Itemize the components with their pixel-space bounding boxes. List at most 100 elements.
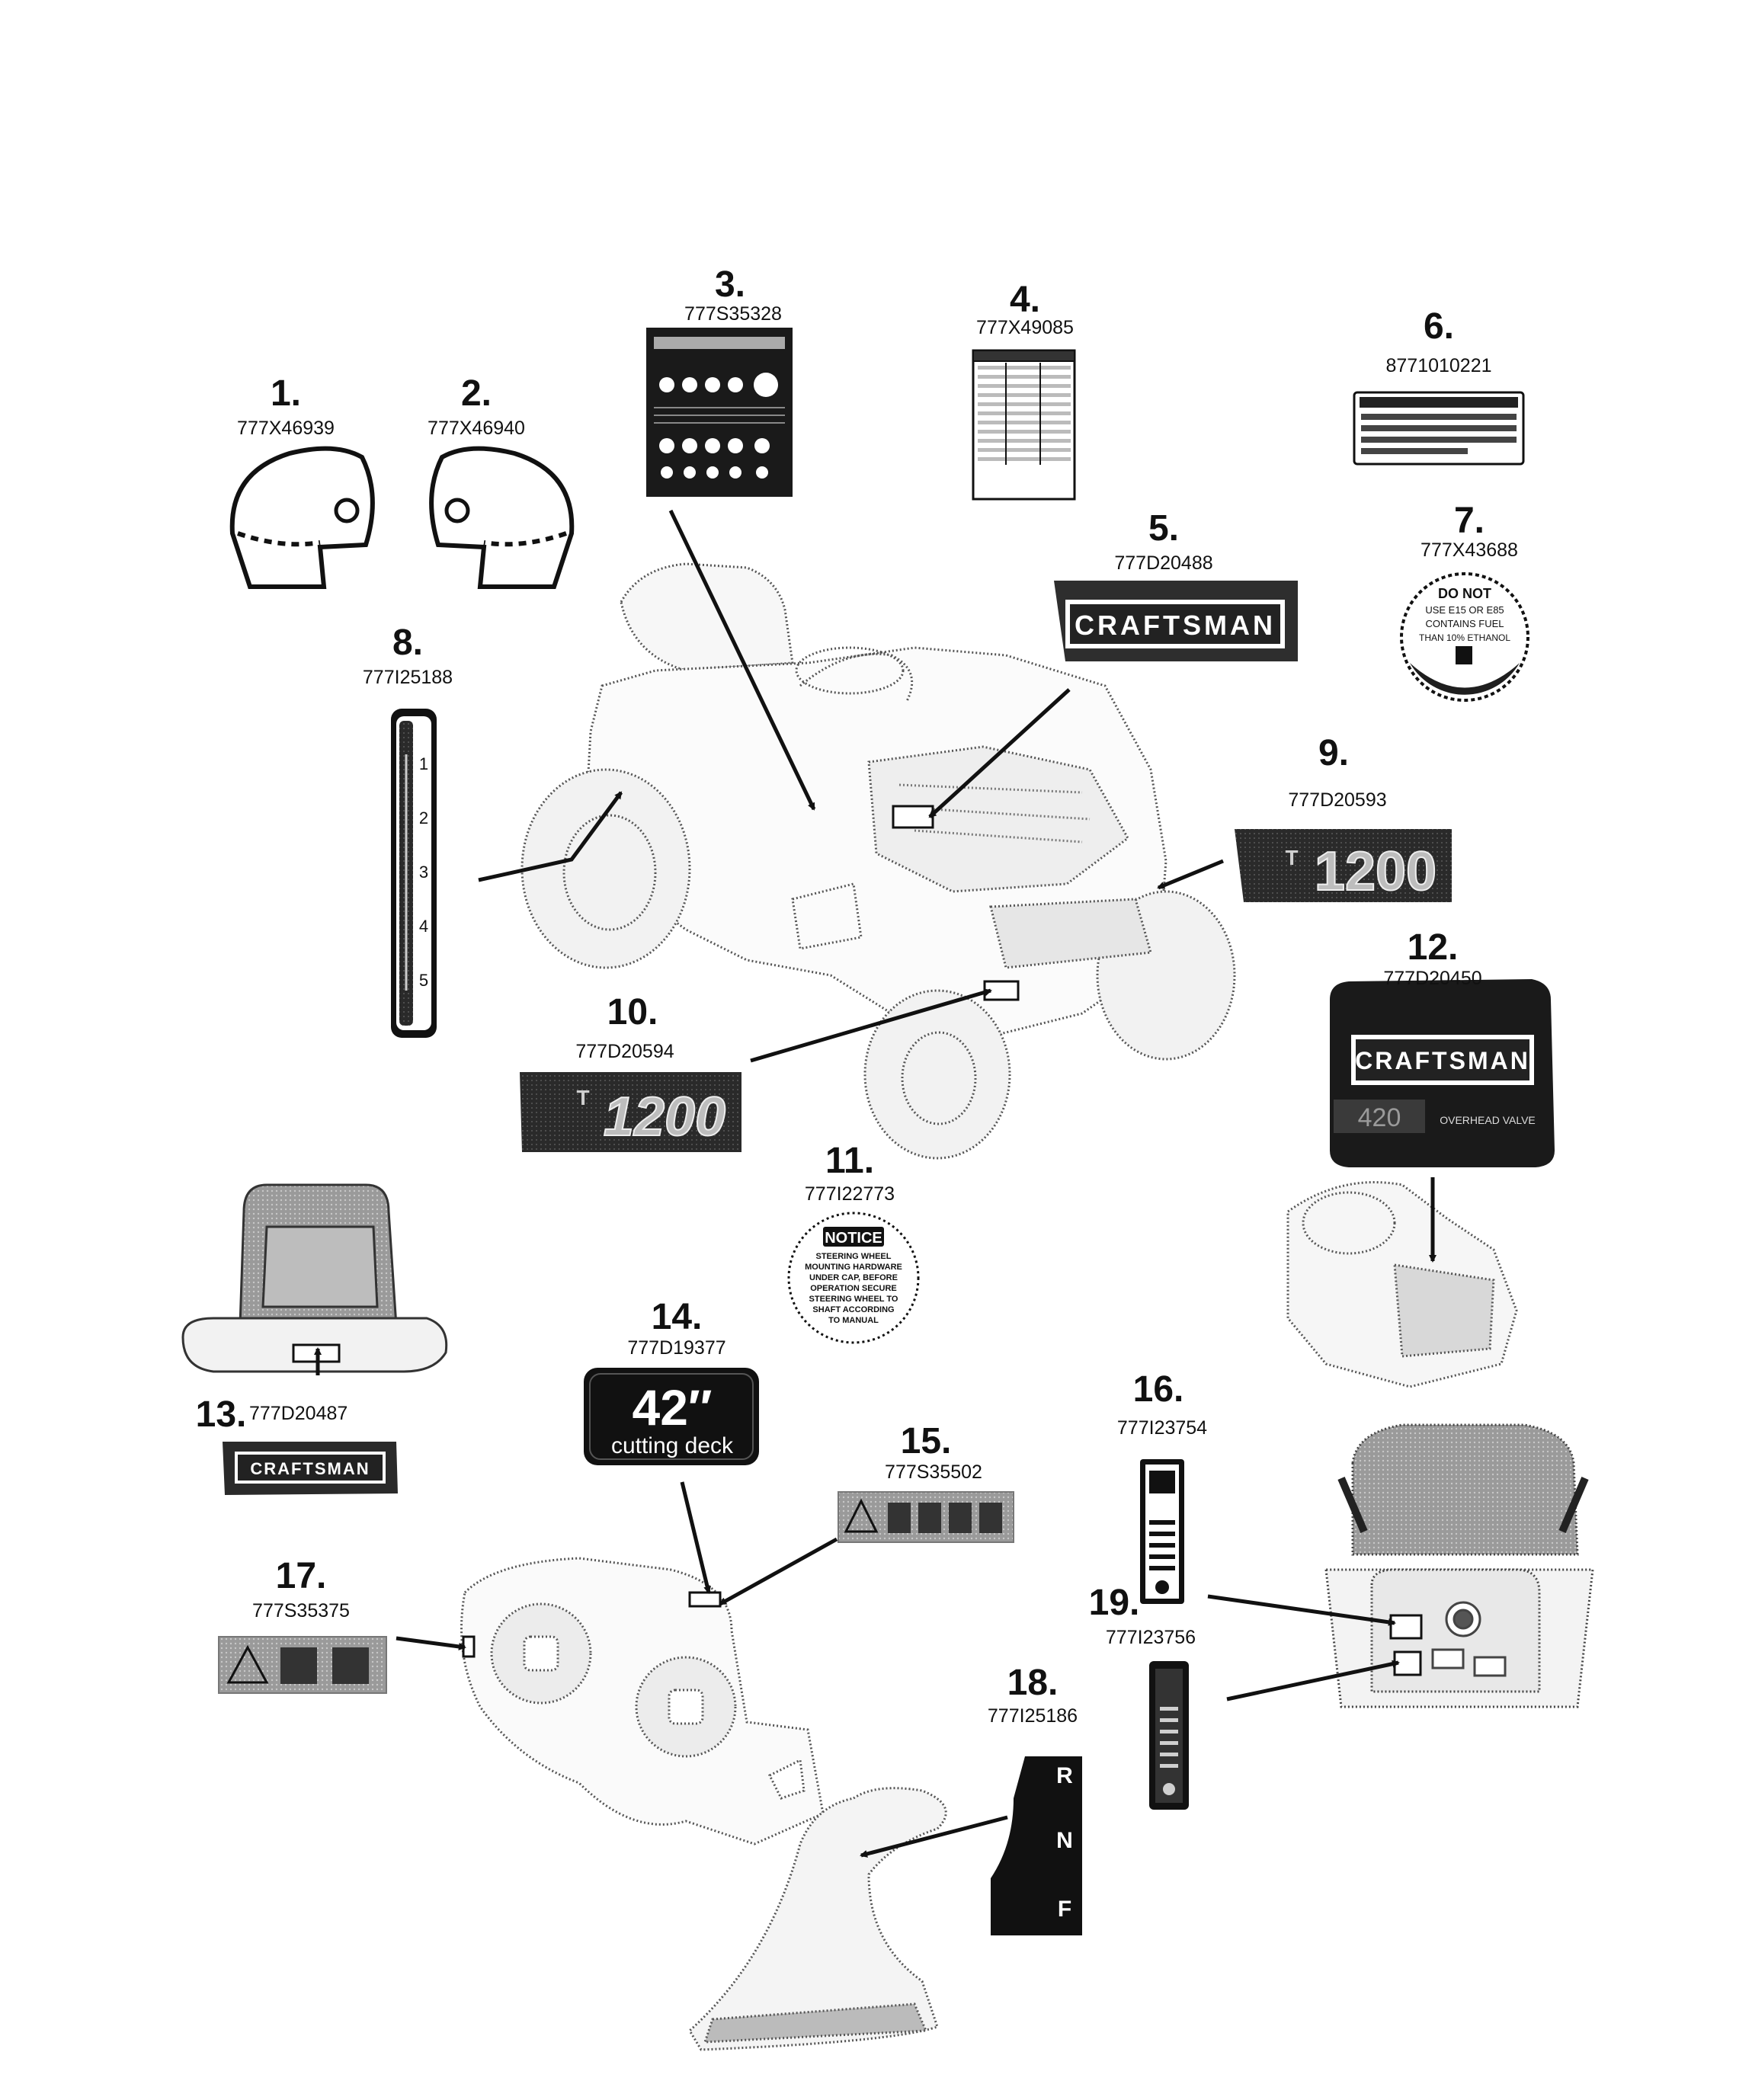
decal-1-drawing [229,446,375,589]
seat-drawing [181,1183,448,1373]
callout-6-number: 6. [1423,306,1455,347]
notice-line-3: UNDER CAP, BEFORE [809,1273,898,1282]
callout-19-number: 19. [1088,1583,1140,1623]
decal-11-title: NOTICE [825,1230,882,1247]
callout-9-number: 9. [1318,733,1350,773]
decal-2-drawing [429,446,575,589]
notice-line-2: MOUNTING HARDWARE [805,1263,902,1272]
decal-19-drawing [1149,1661,1189,1810]
decal-18-drawing: R N F [991,1756,1082,1935]
callout-16-number: 16. [1132,1369,1184,1410]
decal-8-drawing: 1 2 3 4 5 [391,709,437,1038]
callout-14-part-no: 777D19377 [627,1337,726,1359]
callout-6-part-no: 8771010221 [1385,355,1492,376]
callout-16-part-no: 777I23754 [1116,1417,1208,1439]
callout-4-number: 4. [1009,280,1041,320]
decal-7-line-3: CONTAINS FUEL [1425,618,1504,629]
callout-8-number: 8. [392,623,424,663]
decal-12-engine-size: 420 [1358,1103,1401,1132]
deck-warning-triangle-icon [226,1644,269,1684]
callout-15-part-no: 777S35502 [885,1461,982,1483]
decal-12-engine-type: OVERHEAD VALVE [1440,1114,1536,1126]
callout-18-number: 18. [1007,1663,1059,1703]
callout-12-number: 12. [1407,927,1459,968]
deck-hazard-icon-2 [332,1647,369,1684]
decal-10-model: 1200 [604,1087,725,1148]
decal-14-drawing: 42″ cutting deck [584,1368,759,1465]
tractor-rear-drawing [1324,1423,1594,1708]
callout-14-number: 14. [651,1297,703,1337]
callout-13-number: 13. [195,1394,247,1435]
hazard-icon-2 [918,1503,941,1533]
decal-11-drawing: NOTICE STEERING WHEEL MOUNTING HARDWARE … [787,1212,920,1344]
decal-14-size: 42″ [632,1379,712,1436]
decal-14-caption: cutting deck [611,1433,734,1458]
callout-2-number: 2. [460,373,492,414]
decal-7-line-1: DO NOT [1438,586,1491,601]
decal-15-drawing [838,1491,1014,1543]
callout-13-part-no: 777D20487 [249,1403,348,1424]
notice-line-4: OPERATION SECURE [810,1284,896,1293]
deck-hazard-icon-1 [280,1647,317,1684]
decal-12-brand-text: CRAFTSMAN [1355,1047,1530,1074]
shift-pedal-drawing [688,1787,947,2051]
decal-7-line-4: THAN 10% ETHANOL [1419,632,1510,643]
decal-5-drawing: CRAFTSMAN [1054,581,1298,661]
decal-12-drawing: CRAFTSMAN 420 OVERHEAD VALVE [1330,979,1555,1167]
callout-18-part-no: 777I25186 [987,1705,1078,1727]
decal-7-drawing: DO NOT USE E15 OR E85 CONTAINS FUEL THAN… [1400,572,1529,702]
hazard-icon-1 [888,1503,911,1533]
callout-1-part-no: 777X46939 [237,418,335,439]
decal-16-drawing [1140,1459,1184,1604]
callout-10-part-no: 777D20594 [575,1041,674,1062]
decal-7-line-2: USE E15 OR E85 [1425,604,1504,616]
shift-mark-r: R [1056,1763,1073,1788]
decal-9-drawing: T 1200 [1235,829,1452,903]
callout-4-part-no: 777X49085 [976,317,1074,338]
decal-9-model: 1200 [1315,841,1437,902]
hazard-icon-3 [949,1503,972,1533]
decal-10-drawing: T 1200 [520,1072,741,1152]
callout-15-number: 15. [900,1421,952,1461]
decal-17-drawing [218,1636,387,1694]
callout-2-part-no: 777X46940 [428,418,525,439]
callout-7-part-no: 777X43688 [1420,539,1518,561]
callout-5-number: 5. [1148,508,1180,549]
shift-mark-n: N [1056,1828,1073,1853]
callout-12-part-no: 777D20450 [1383,968,1482,989]
decal-6-drawing [1353,391,1525,466]
callout-9-part-no: 777D20593 [1288,789,1387,811]
engine-drawing [1286,1181,1518,1388]
height-mark-3: 3 [419,863,428,882]
notice-line-1: STEERING WHEEL [815,1252,891,1261]
throttle-slow-icon [1155,1580,1169,1594]
height-mark-2: 2 [419,808,428,828]
pto-icon [1163,1783,1175,1795]
notice-line-7: TO MANUAL [828,1316,879,1325]
callout-3-number: 3. [714,264,746,305]
callout-11-number: 11. [825,1141,875,1181]
decal-4-drawing [972,349,1076,501]
decal-5-brand-text: CRAFTSMAN [1075,610,1276,641]
callout-10-number: 10. [607,992,658,1032]
shift-mark-f: F [1058,1897,1071,1922]
hazard-icon-4 [979,1503,1002,1533]
notice-line-6: SHAFT ACCORDING [812,1305,894,1314]
callout-17-number: 17. [275,1556,327,1596]
notice-line-5: STEERING WHEEL TO [809,1295,898,1304]
callout-5-part-no: 777D20488 [1114,552,1213,574]
callout-11-part-no: 777I22773 [804,1183,895,1205]
callout-1-number: 1. [270,373,302,414]
decal-9-prefix: T [1285,846,1298,869]
callout-7-number: 7. [1453,501,1485,541]
decal-3-drawing [646,328,793,497]
height-mark-5: 5 [419,971,428,990]
decal-13-drawing: CRAFTSMAN [223,1442,398,1495]
height-mark-1: 1 [419,754,428,773]
mower-deck-drawing [460,1557,825,1846]
decal-10-prefix: T [576,1086,589,1109]
height-mark-4: 4 [419,917,428,936]
callout-17-part-no: 777S35375 [252,1600,350,1621]
callout-3-part-no: 777S35328 [684,303,782,325]
